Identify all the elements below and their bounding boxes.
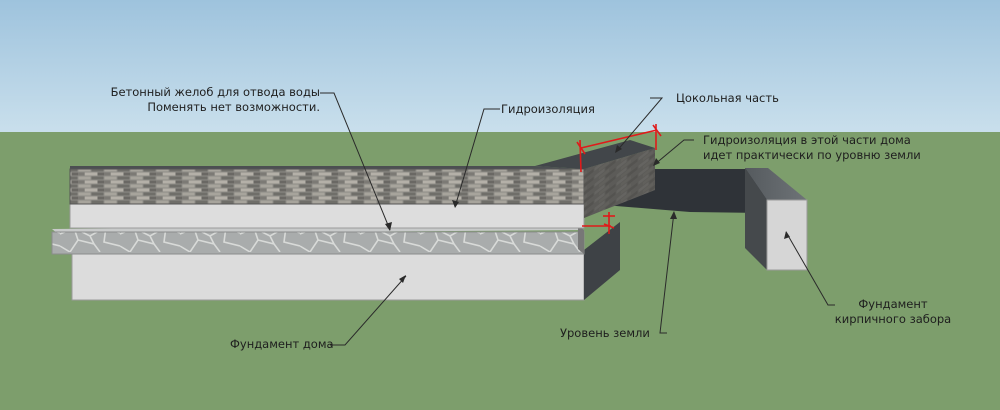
fence-foundation-side [745,168,767,270]
label-gutter-line1: Бетонный желоб для отвода воды [110,85,320,99]
house-foundation-front [71,249,585,301]
fence-foundation-top [745,168,807,200]
arrow-plinth [615,145,622,153]
label-fence-foundation: Фундамент кирпичного забора [833,297,953,327]
label-ground-level: Уровень земли [560,326,650,340]
arrow-waterproofing [452,200,459,208]
leader-house-foundation [330,275,407,346]
house-foundation-side [584,222,620,300]
dimension-marker-waterproofing [582,212,615,234]
label-waterproofing-note: Гидроизоляция в этой части дома идет пра… [703,133,921,163]
label-fence-foundation-line1: Фундамент [858,297,928,311]
label-waterproofing-note-line1: Гидроизоляция в этой части дома [703,133,911,147]
arrow-fence-foundation [784,231,790,239]
leader-plinth [615,97,664,153]
leader-gutter [320,92,391,231]
leader-ground-level [659,211,675,334]
leader-fence-foundation [785,231,835,306]
arrow-house-foundation [399,275,406,283]
label-waterproofing: Гидроизоляция [501,102,595,116]
arrow-gutter [385,222,392,231]
plinth-band [69,203,585,229]
leader-waterproofing [454,108,500,208]
brick-wall-side-texture [584,148,655,218]
arrow-ground-level [670,211,677,219]
arrow-waterproofing-note [653,158,660,166]
brick-wall-side-top [535,140,655,169]
brick-wall-front [69,168,585,205]
gutter-front [51,231,585,255]
label-plinth: Цокольная часть [676,91,779,105]
label-fence-foundation-line2: кирпичного забора [834,312,952,326]
label-house-foundation: Фундамент дома [230,337,334,351]
label-gutter-line2: Поменять нет возможности. [147,100,320,114]
gutter-end [578,225,584,254]
dimension-marker-plinth [576,124,662,173]
brick-wall-top [70,166,584,169]
leader-waterproofing-note [653,139,694,166]
label-gutter: Бетонный желоб для отвода воды Поменять … [105,85,320,115]
sky-background [0,0,1000,132]
label-waterproofing-note-line2: идет практически по уровню земли [703,148,921,162]
